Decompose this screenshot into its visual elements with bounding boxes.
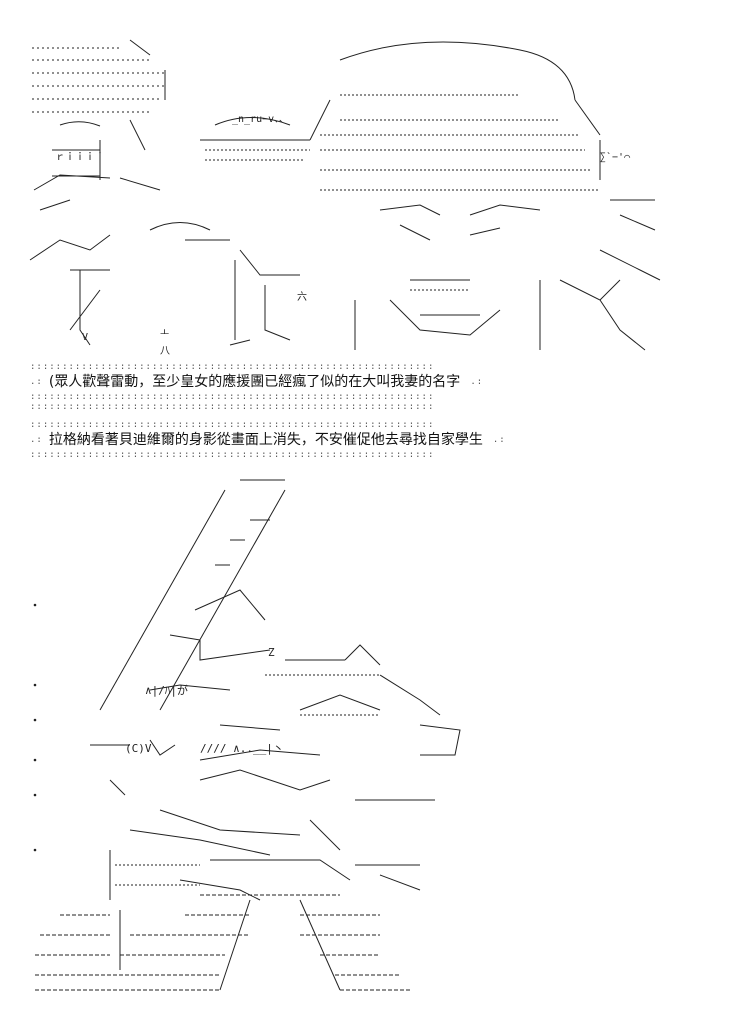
label-eight: 八 [160,346,170,357]
label-ga: ∧|/ﾊ|が [145,683,188,697]
label-nru: _n_ru−v､､ [232,114,284,125]
label-v: V [82,332,88,343]
caption-text-1: (眾人歡聲雷動，至少皇女的應援團已經瘋了似的在大叫我妻的名字 [49,372,460,392]
caption-row: .: (眾人歡聲雷動，至少皇女的應援團已經瘋了似的在大叫我妻的名字 .: [30,372,590,392]
dotted-separator: ::::::::::::::::::::::::::::::::::::::::… [30,392,435,402]
caption-edge-left: .: [30,435,43,445]
dotted-separator: ::::::::::::::::::::::::::::::::::::::::… [30,402,435,412]
label-z: Z [268,646,275,659]
label-sigma: ∑`−'⌒ [600,151,630,163]
dotted-separator: ::::::::::::::::::::::::::::::::::::::::… [30,450,435,460]
crowd-ascii-art: _n_ru−v､､ ｒｉｉｉｉ ∑`−'⌒ 六 八 V ㅗ [29,39,661,357]
label-riiii: ｒｉｉｉｉ [55,151,105,163]
caption-text-2: 拉格納看著貝迪維爾的身影從畫面上消失，不安催促他去尋找自家學生 [48,432,483,448]
label-ho: ㅗ [160,328,169,339]
label-wave: //// ∧..__|丶 [200,742,284,755]
caption-box-1: ::::::::::::::::::::::::::::::::::::::::… [30,362,590,412]
dotted-separator: ::::::::::::::::::::::::::::::::::::::::… [30,362,435,372]
dotted-separator: ::::::::::::::::::::::::::::::::::::::::… [30,420,435,430]
label-cv: (C)V [125,742,152,755]
caption-box-2: ::::::::::::::::::::::::::::::::::::::::… [30,420,590,460]
caption-edge-right: .: [492,435,506,445]
caption-row: .: 拉格納看著貝迪維爾的身影從畫面上消失，不安催促他去尋找自家學生 .: [30,430,590,450]
caption-body: 眾人歡聲雷動，至少皇女的應援團已經瘋了似的在大叫我妻的名字 [54,374,461,390]
caption-lead: ( [48,374,55,390]
caption-edge-right: .: [470,377,484,387]
swordsman-ascii-art: Z (C)V ∧|/ﾊ|が //// ∧..__|丶 [33,479,461,991]
label-six: 六 [297,291,307,303]
caption-edge-left: .: [30,377,43,387]
